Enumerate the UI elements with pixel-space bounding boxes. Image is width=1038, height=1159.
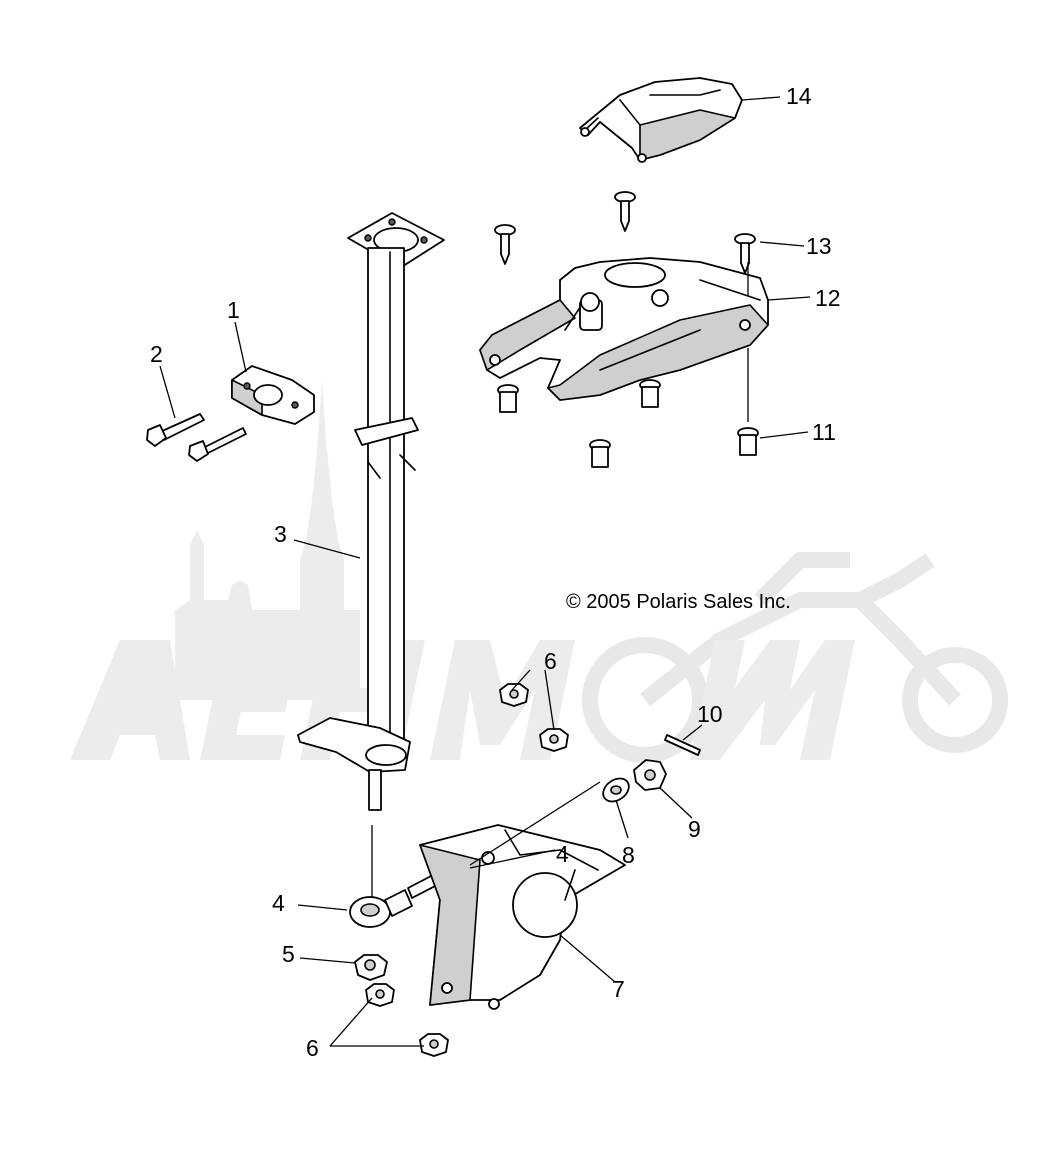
callout-10: 10 xyxy=(697,701,723,727)
part-3-steering-column xyxy=(297,212,445,811)
callout-4-lower: 4 xyxy=(272,890,285,916)
callout-7: 7 xyxy=(612,976,625,1002)
callout-2: 2 xyxy=(150,341,163,367)
part-5-nut xyxy=(354,954,388,981)
callout-13: 13 xyxy=(806,233,832,259)
part-13-screws xyxy=(494,191,756,274)
callout-4-bracket: 4 xyxy=(556,841,569,867)
part-14-console-cover xyxy=(579,77,743,163)
part-7-support-bracket xyxy=(419,824,626,1010)
part-8-washer xyxy=(602,777,630,803)
part-1-steering-block xyxy=(231,365,315,425)
copyright-notice: © 2005 Polaris Sales Inc. xyxy=(566,591,791,613)
leader-lines xyxy=(159,96,811,1047)
callout-12: 12 xyxy=(815,285,841,311)
watermark-logo xyxy=(70,380,1008,763)
callout-labels: 1 2 3 4 4 5 6 6 7 8 9 10 11 12 13 14 xyxy=(150,83,841,1061)
callout-8: 8 xyxy=(622,842,635,868)
part-9-nut xyxy=(633,759,667,791)
callout-5: 5 xyxy=(282,941,295,967)
callout-6-lower: 6 xyxy=(306,1035,319,1061)
callout-1: 1 xyxy=(227,297,240,323)
part-6-nuts xyxy=(365,683,569,1057)
callout-14: 14 xyxy=(786,83,812,109)
callout-3: 3 xyxy=(274,521,287,547)
part-2-bolts xyxy=(146,413,247,462)
callout-6-upper: 6 xyxy=(544,648,557,674)
part-11-well-nuts xyxy=(497,379,759,468)
callout-9: 9 xyxy=(688,816,701,842)
part-12-console-mount xyxy=(479,257,769,401)
part-10-cotter-pin xyxy=(664,734,701,756)
callout-11: 11 xyxy=(812,419,836,445)
